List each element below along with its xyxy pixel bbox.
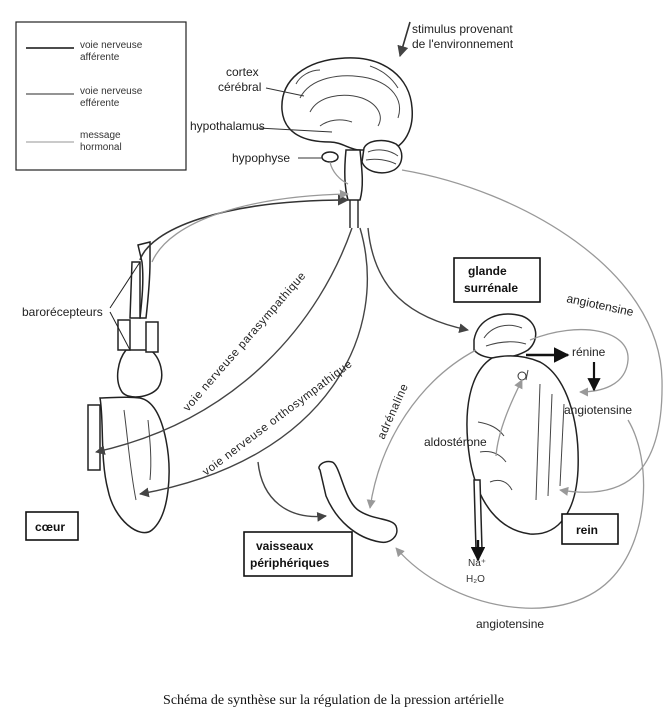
brain-drawing <box>281 57 413 228</box>
adrenaline-arrow <box>366 349 477 509</box>
figure-caption: Schéma de synthèse sur la régulation de … <box>163 693 504 708</box>
heart-drawing <box>87 241 170 534</box>
parasympathetic-label: voie nerveuse parasympathique <box>181 270 308 414</box>
angiotensin-bottom-label: angiotensine <box>476 617 544 631</box>
box-coeur: cœur <box>25 511 79 541</box>
aldosterone-arrow <box>495 379 523 457</box>
orthosympathetic-label: voie nerveuse orthosympathique <box>201 358 355 478</box>
kidney-arrows <box>470 347 601 562</box>
hormonal-pathways <box>151 161 663 609</box>
angiotensin-top-label: angiotensine <box>565 291 635 319</box>
vaisseaux-box-line2: périphériques <box>250 556 330 570</box>
parasympathetic-arrow <box>95 227 353 455</box>
adrenal-nerve-arrow <box>367 227 469 334</box>
stimulus-label: stimulus provenant de l'environnement <box>412 22 516 51</box>
svg-text:vaisseaux périphériques: vaisseaux périphériques <box>250 539 330 570</box>
coeur-box-label: cœur <box>35 520 65 534</box>
glande-box-line1: glande <box>468 264 507 278</box>
label-pointers <box>257 87 333 159</box>
hypophyse-label: hypophyse <box>232 151 290 165</box>
cortex-label: cortex cérébral <box>218 65 262 94</box>
baroreceptors-label: barorécepteurs <box>22 305 103 319</box>
vessel-nerve-arrow <box>257 461 327 522</box>
pituitary-kidney-arrow <box>401 169 663 496</box>
adrenal-gland-drawing <box>473 313 537 359</box>
vaisseaux-box-line1: vaisseaux <box>256 539 314 553</box>
hypophyse-link <box>329 161 349 185</box>
heart-brain-hormonal-arrow <box>151 189 349 263</box>
aldosterone-label: aldostérone <box>424 435 487 449</box>
rein-box-label: rein <box>576 523 598 537</box>
baroreceptor-pointer-1 <box>109 261 141 309</box>
box-vaisseaux: vaisseaux périphériques <box>243 531 353 577</box>
vessel-drawing <box>318 460 398 544</box>
svg-text:glande surrénale: glande surrénale <box>464 264 518 295</box>
angiotensin-mid-label: angiotensine <box>564 403 632 417</box>
baroreceptor-afferent-arrow <box>139 194 350 261</box>
water-label: H₂O <box>466 574 485 585</box>
kidney-drawing <box>466 355 579 551</box>
hypothalamus-label: hypothalamus <box>190 119 265 133</box>
angiotensin-to-vessels-arrow <box>395 419 645 609</box>
orthosympathetic-arrow <box>139 227 368 498</box>
baroreceptor-pointer-2 <box>109 311 131 351</box>
efferent-pathways <box>95 227 469 522</box>
baroreceptor-pointers <box>109 261 141 351</box>
box-rein: rein <box>561 513 619 545</box>
angiotensin-to-adrenal-arrow <box>529 328 629 397</box>
afferent-pathways <box>139 21 411 261</box>
glande-box-line2: surrénale <box>464 281 518 295</box>
box-glande-surrenale: glande surrénale <box>453 257 541 303</box>
stimulus-arrow <box>397 21 411 58</box>
adrenaline-label: adrénaline <box>376 382 411 441</box>
renin-label: rénine <box>572 345 606 359</box>
sodium-label: Na⁺ <box>468 558 486 569</box>
